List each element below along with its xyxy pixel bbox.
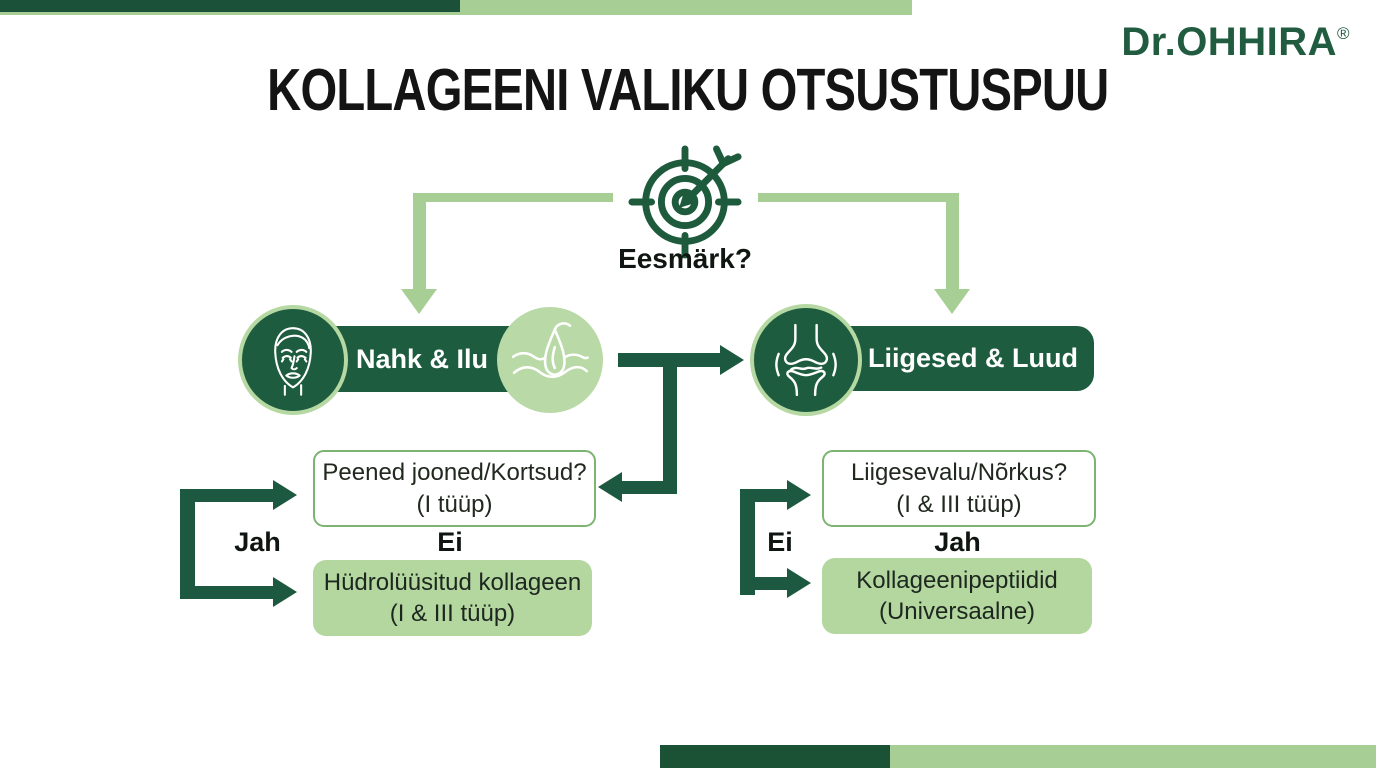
arrowhead-down-left-icon [401,289,437,314]
left-bracket-top-arm [195,489,273,502]
right-bracket-top-arm [755,489,787,502]
connector-left-horizontal [413,193,613,202]
registered-mark: ® [1336,24,1350,43]
page-title-text: KOLLAGEENI VALIKU OTSUSTUSPUU [267,57,1109,123]
left-question-line1: Peened jooned/Kortsud? [322,459,587,487]
left-no-label: Ei [437,527,463,557]
skin-hair-icon-circle [497,307,603,413]
arrowhead-right-icon [273,480,297,510]
arrowhead-right-icon [787,568,811,598]
connector-left-vertical [413,193,426,291]
target-icon [628,145,742,259]
right-branch-pill [830,326,1094,391]
right-bracket-vertical [740,489,755,595]
joint-icon [775,323,837,397]
arrowhead-right-icon [787,480,811,510]
skin-hair-icon [511,322,589,379]
arrowhead-left-icon [598,472,622,502]
brand-name: Dr.OHHIRA [1121,20,1337,64]
face-icon [274,327,312,396]
right-result-box: Kollageenipeptiidid (Universaalne) [822,558,1092,634]
left-question-line2: (I tüüp) [416,490,493,518]
arrowhead-down-right-icon [934,289,970,314]
brand-logo: Dr.OHHIRA® [1121,20,1350,65]
bottom-bar-light [890,745,1376,768]
arrowhead-right-icon [273,577,297,607]
center-arrow-vertical [663,353,677,488]
left-bracket-vertical [180,489,195,599]
right-result-line1: Kollageenipeptiidid [856,566,1058,594]
bottom-bar-dark [660,745,890,768]
right-branch-label: Liigesed & Luud [867,343,1078,373]
left-result-line2: (I & III tüüp) [389,600,516,627]
left-result-box: Hüdrolüüsitud kollageen (I & III tüüp) [313,560,592,636]
right-result-line2: (Universaalne) [878,598,1036,625]
left-bracket-bottom-arm [195,586,273,599]
right-question-line2: (I & III tüüp) [896,490,1022,518]
left-yes-label: Jah [234,527,281,557]
right-bracket-bottom-arm [755,577,787,590]
left-branch-label: Nahk & Ilu [355,343,489,374]
face-icon-circle [238,305,348,415]
arrowhead-right-icon [720,345,744,375]
right-yes-label: Jah [934,527,981,557]
center-arrow-left-arm [622,481,677,494]
root-question-label: Eesmärk? [618,243,752,274]
right-question-line1: Liigesevalu/Nõrkus? [850,459,1068,487]
left-result-line1: Hüdrolüüsitud kollageen [323,568,582,596]
top-bar-dark [0,0,460,12]
right-question-box: Liigesevalu/Nõrkus? (I & III tüüp) [822,450,1096,527]
joint-icon-circle [750,304,862,416]
page-title: KOLLAGEENI VALIKU OTSUSTUSPUU [0,56,1376,124]
connector-right-vertical [946,193,959,291]
left-question-box: Peened jooned/Kortsud? (I tüüp) [313,450,596,527]
right-no-label: Ei [767,527,793,557]
connector-right-horizontal [758,193,958,202]
